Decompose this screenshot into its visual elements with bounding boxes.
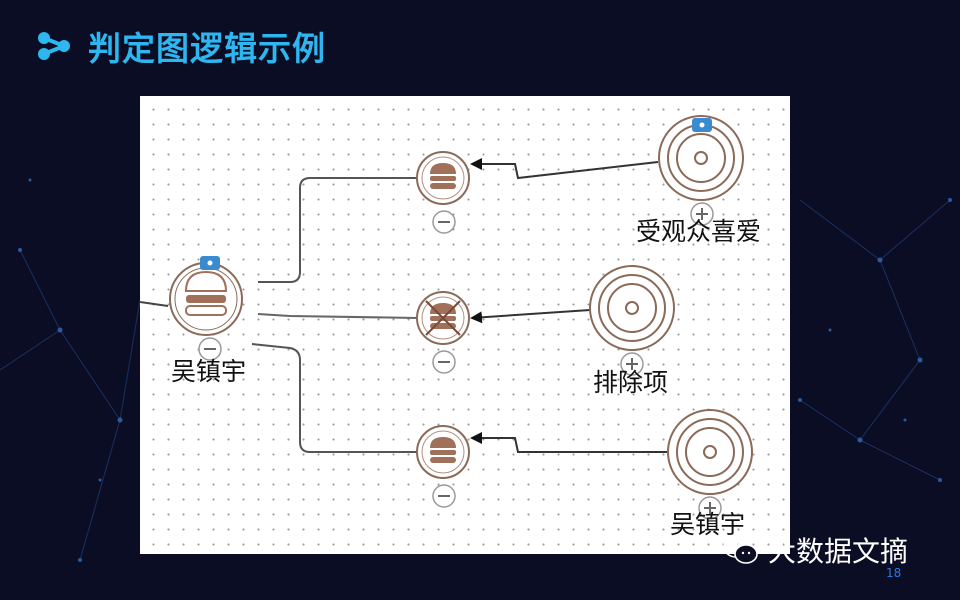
- collapse-icon[interactable]: [432, 210, 456, 234]
- burger-icon: [430, 437, 456, 463]
- gate-node-top[interactable]: [416, 151, 470, 234]
- expand-icon[interactable]: [690, 202, 714, 226]
- edge-root-to-mid-gate: [257, 313, 419, 319]
- edge-incoming-root: [140, 301, 169, 307]
- burger-icon: [430, 163, 456, 189]
- burger-icon: [184, 270, 228, 316]
- chat-bubbles-icon: [723, 536, 758, 564]
- edge-source-bottom-to-bottom-gate: [470, 432, 668, 453]
- source-bottom-label: 吴镇宇: [670, 510, 746, 539]
- edge-root-to-top-gate: [258, 177, 418, 283]
- edge-source-top-to-top-gate: [470, 158, 659, 180]
- page-title: 判定图逻辑示例: [88, 29, 326, 68]
- gate-node-mid-excluded[interactable]: [416, 291, 470, 374]
- decision-graph: [140, 115, 753, 520]
- exclude-cross-icon: [425, 300, 461, 336]
- gate-node-bottom[interactable]: [416, 425, 470, 508]
- burger-icon: [430, 303, 456, 329]
- root-node-label: 吴镇宇: [171, 357, 247, 386]
- source-top-label: 受观众喜爱: [636, 217, 762, 246]
- collapse-icon[interactable]: [432, 484, 456, 508]
- diagram-canvas: 吴镇宇 受观众喜爱 排除项 吴镇宇: [140, 96, 790, 554]
- edge-root-to-bottom-gate: [251, 343, 418, 453]
- watermark: 大数据文摘: [722, 530, 908, 570]
- collapse-icon[interactable]: [432, 350, 456, 374]
- source-node-top[interactable]: [658, 115, 744, 226]
- share-nodes-icon: [38, 32, 70, 60]
- edges: [140, 158, 668, 453]
- title-bar: 判定图逻辑示例: [34, 22, 326, 70]
- root-node[interactable]: [169, 256, 243, 361]
- watermark-text: 大数据文摘: [768, 535, 909, 568]
- page-number: 18: [886, 566, 902, 580]
- expand-icon[interactable]: [698, 496, 722, 520]
- edge-source-mid-to-mid-gate: [470, 309, 591, 324]
- source-mid-label: 排除项: [593, 368, 669, 397]
- expand-icon[interactable]: [620, 352, 644, 376]
- source-node-mid[interactable]: [589, 265, 675, 376]
- collapse-icon[interactable]: [198, 337, 222, 361]
- source-node-bottom[interactable]: [667, 409, 753, 520]
